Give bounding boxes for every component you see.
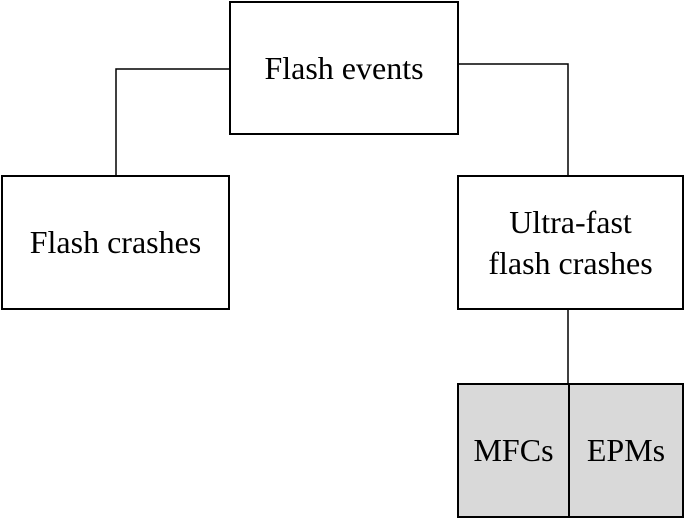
node-epms-label: EPMs [586, 432, 666, 469]
node-mfcs-label: MFCs [473, 432, 554, 469]
node-ultra-fast-label-line-2: flash crashes [488, 244, 653, 281]
node-mfcs: MFCs [457, 383, 570, 518]
node-epms: EPMs [568, 383, 684, 518]
node-flash-events: Flash events [229, 1, 459, 135]
node-flash-crashes-label: Flash crashes [29, 224, 202, 261]
connector-root-to-flash-crashes [115, 68, 229, 175]
connector-root-to-ultra-fast [459, 63, 569, 175]
node-ultra-fast-label-line-1: Ultra-fast [509, 203, 632, 240]
node-flash-events-label: Flash events [264, 49, 424, 86]
node-ultra-fast-flash-crashes: Ultra-fast flash crashes [457, 175, 684, 310]
node-flash-crashes: Flash crashes [1, 175, 230, 310]
